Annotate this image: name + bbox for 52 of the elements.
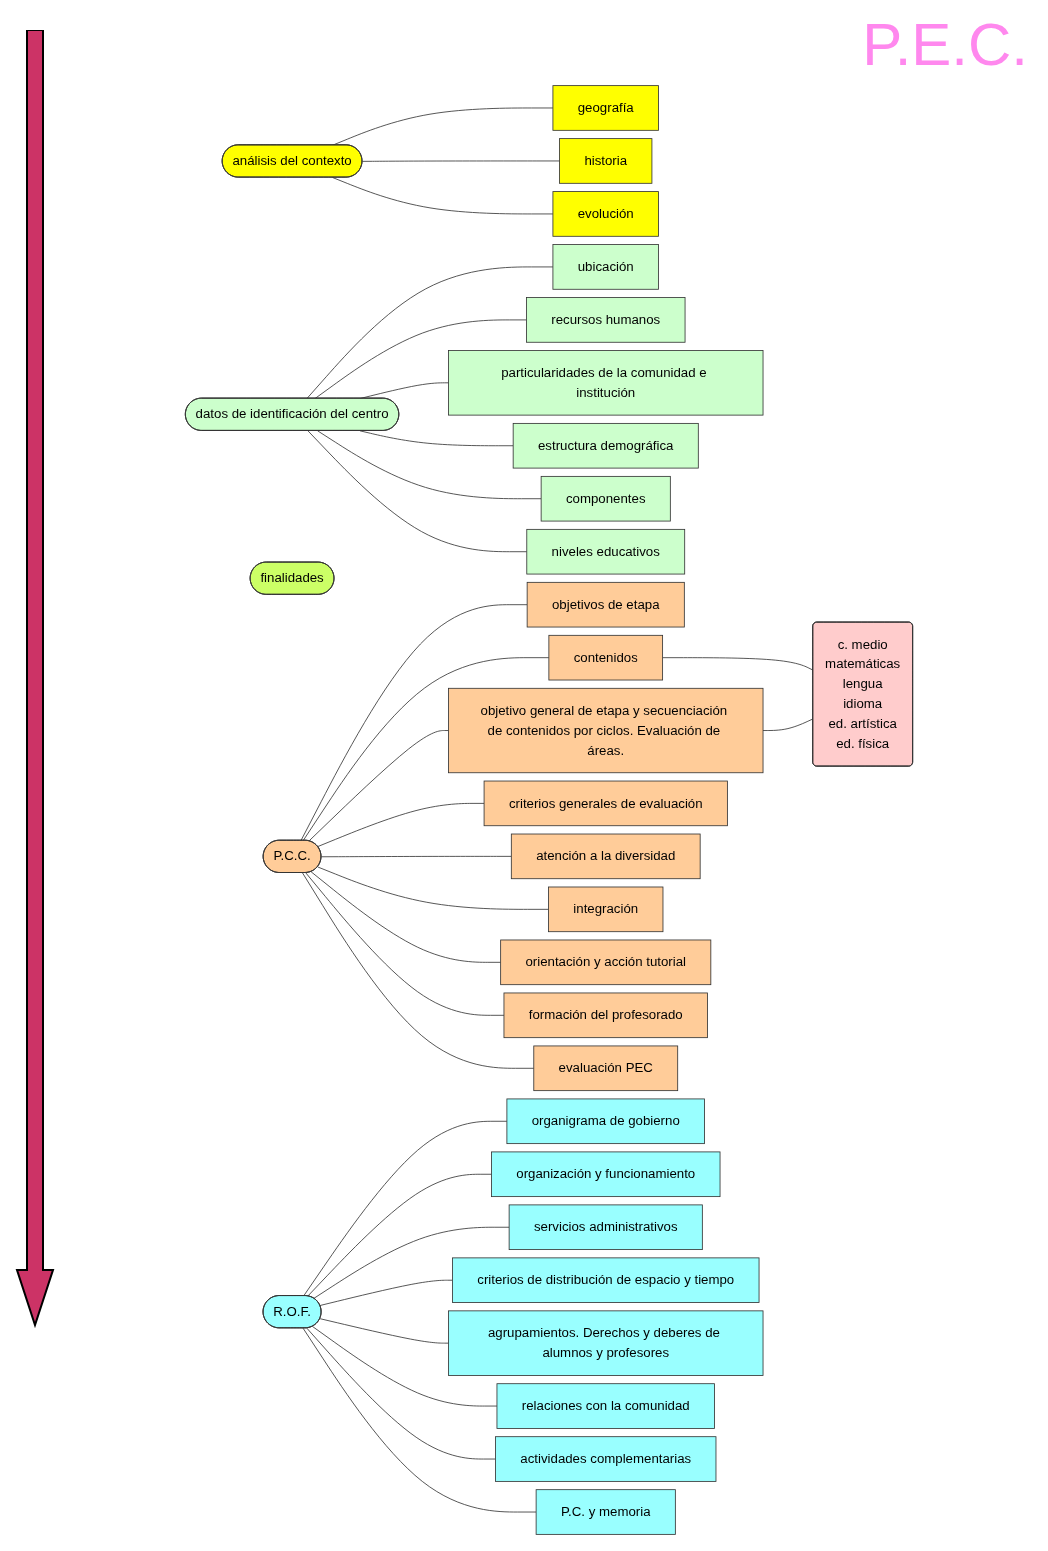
- connector: [307, 1173, 492, 1297]
- node-box: objetivo general de etapa y secuenciación de contenidos por ciclos. Evaluación de áreas.: [448, 687, 764, 774]
- connector: [317, 430, 542, 500]
- connector: [361, 160, 560, 162]
- node-box: ubicación: [552, 244, 659, 290]
- connector: [302, 657, 550, 842]
- node-box: objetivos de etapa: [526, 581, 685, 628]
- node-box: organización y funcionamiento: [491, 1151, 721, 1198]
- connector: [332, 177, 554, 215]
- node-box: estructura demográfica: [512, 422, 699, 469]
- connector: [302, 872, 535, 1069]
- node-box: evaluación PEC: [533, 1045, 679, 1092]
- connector: [310, 871, 502, 963]
- connector: [319, 1279, 453, 1306]
- node-box: agrupamientos. Derechos y deberes de alumnos y profesores: [448, 1310, 764, 1376]
- node-box: formación del profesorado: [503, 992, 708, 1039]
- node-box: geografía: [552, 85, 659, 131]
- connector: [308, 730, 449, 842]
- node-box: niveles educativos: [526, 528, 686, 575]
- node-box: componentes: [540, 475, 671, 522]
- connector: [320, 855, 512, 858]
- node-box: evolución: [552, 191, 659, 237]
- node-box: particularidades de la comunidad e institución: [448, 350, 764, 416]
- connector: [303, 1120, 508, 1297]
- connector: [762, 718, 814, 731]
- connector: [302, 1327, 537, 1513]
- connector: [317, 802, 485, 847]
- connector: [300, 604, 528, 842]
- connector: [312, 1326, 498, 1407]
- node-box: contenidos: [548, 634, 664, 681]
- connector: [317, 866, 549, 910]
- node-box: organigrama de gobierno: [506, 1098, 705, 1145]
- node-box: criterios de distribución de espacio y tiempo: [452, 1257, 760, 1303]
- connector: [307, 430, 528, 553]
- title: P.E.C.: [861, 10, 1028, 79]
- connector: [306, 1327, 496, 1460]
- node-box: actividades complementarias: [495, 1436, 717, 1482]
- connector: [662, 657, 814, 671]
- node-box: integración: [548, 886, 664, 933]
- node-box: relaciones con la comunidad: [496, 1383, 715, 1429]
- node-box: historia: [559, 138, 653, 184]
- node-box: recursos humanos: [526, 297, 686, 343]
- node-box: P.C. y memoria: [535, 1489, 676, 1535]
- connector: [313, 1226, 510, 1299]
- node-box: atención a la diversidad: [510, 833, 701, 880]
- node-box: orientación y acción tutorial: [500, 939, 712, 986]
- node-box: servicios administrativos: [508, 1204, 703, 1250]
- node-box: criterios generales de evaluación: [483, 780, 728, 827]
- connector: [305, 872, 505, 1016]
- connector: [319, 1318, 449, 1344]
- connector: [306, 266, 554, 399]
- connector: [314, 319, 527, 399]
